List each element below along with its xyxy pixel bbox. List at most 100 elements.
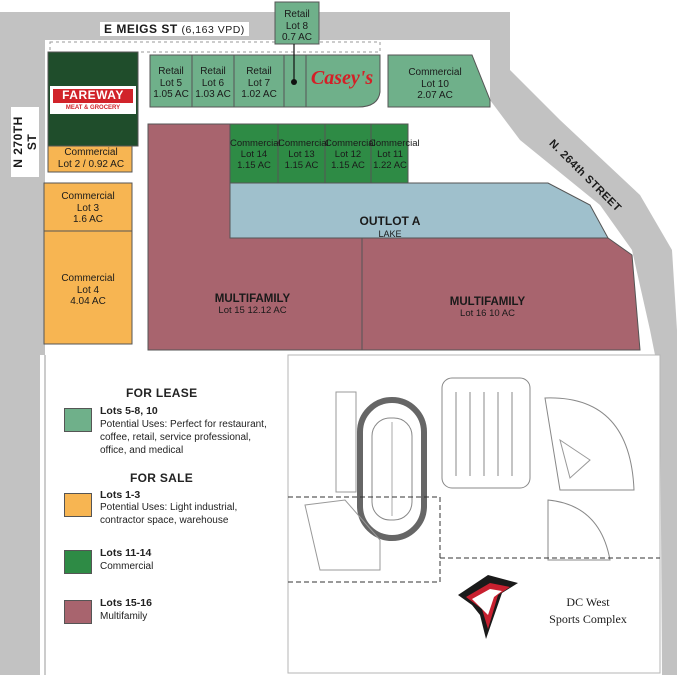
road-n-264th-st (490, 12, 677, 675)
lot-5-name: Lot 5 (159, 77, 183, 89)
lot-15-label: MULTIFAMILY Lot 15 12.12 AC (180, 293, 325, 317)
lot-12-type: Commercial (325, 138, 376, 149)
lot-10-type: Commercial (408, 67, 462, 78)
lot-15-sub: Lot 15 12.12 AC (218, 305, 287, 317)
sports-complex-line1: DC West (566, 595, 610, 609)
road-n-270th-st (0, 12, 40, 675)
lot-12-label: Commercial Lot 12 1.15 AC (325, 138, 376, 172)
lot-16-name: MULTIFAMILY (449, 296, 526, 308)
lot-8-callout[interactable] (274, 1, 320, 45)
legend-lease-heading: FOR LEASE (126, 386, 198, 400)
legend-swatch-commercial (64, 550, 92, 574)
caseys-parcel (305, 54, 381, 108)
lot-7-type: Retail (246, 66, 272, 77)
lot-3-label: Commercial Lot 3 1.6 AC (44, 191, 132, 226)
row-hatch (49, 41, 381, 53)
lot-3-area: 1.6 AC (72, 214, 104, 225)
lot-11-label: Commercial Lot 11 1.22 AC (369, 138, 420, 172)
lot-4-name: Lot 4 (76, 284, 100, 296)
lot-10-name: Lot 10 (421, 78, 449, 90)
lot-11-type: Commercial (369, 138, 420, 149)
lot-8-area: 0.7 AC (281, 32, 313, 43)
lot-11-parcel[interactable] (370, 123, 409, 184)
legend-swatch-lease (64, 408, 92, 432)
lot-2-type: Commercial (64, 147, 118, 158)
outlot-a-name: OUTLOT A (359, 214, 421, 228)
lot-6-name: Lot 6 (201, 77, 225, 89)
lot-6-type: Retail (200, 66, 226, 77)
phase-boundary (288, 496, 441, 583)
lot-14-name: Lot 14 (240, 148, 268, 160)
lot-7-name: Lot 7 (247, 77, 271, 89)
legend-sale-heading: FOR SALE (130, 471, 194, 485)
caseys-name: Casey's (310, 67, 374, 89)
legend-multifamily-title: Lots 15-16 (100, 597, 152, 609)
lot-5-area: 1.05 AC (153, 89, 189, 100)
legend-swatch-sale (64, 493, 92, 517)
running-track (357, 397, 427, 541)
legend-lease-title: Lots 5-8, 10 (100, 405, 158, 417)
lot-6-parcel[interactable] (191, 54, 235, 108)
lot-6-area: 1.03 AC (195, 89, 231, 100)
lot-16-sub: Lot 16 10 AC (460, 308, 515, 320)
sports-complex-line2: Sports Complex (549, 612, 627, 627)
legend-commercial-title: Lots 11-14 (100, 547, 152, 559)
lot-8-pin (291, 79, 297, 85)
legend-multifamily-desc: Multifamily (100, 611, 148, 622)
road-name-north: E MEIGS ST (104, 22, 178, 36)
legend-commercial-desc: Commercial (100, 561, 154, 572)
caseys-logo: Casey's (306, 67, 378, 90)
lot-5-type: Retail (158, 66, 184, 77)
road-network (0, 12, 677, 675)
sports-complex-label: DC West Sports Complex (528, 594, 648, 629)
lot-5-parcel[interactable] (149, 54, 193, 108)
lot-8-type: Retail (284, 9, 310, 20)
lot-5-label: Retail Lot 5 1.05 AC (150, 66, 192, 101)
lot-13-area: 1.15 AC (284, 159, 319, 171)
lot-13-parcel[interactable] (277, 123, 326, 184)
lot-11-name: Lot 11 (377, 148, 403, 160)
baseball-field (544, 397, 635, 491)
lot-4-area: 4.04 AC (70, 296, 106, 307)
lot-10-parcel[interactable] (387, 54, 491, 108)
legend-lease-desc: Potential Uses: Perfect for restaurant, … (100, 419, 267, 456)
road-name-west: N 270TH ST (11, 116, 39, 168)
outlot-a-sub: LAKE (378, 228, 402, 239)
lot-14-area: 1.15 AC (237, 159, 271, 171)
lot-2-label: Commercial Lot 2 / 0.92 AC (48, 147, 134, 170)
lot-11-area: 1.22 AC (373, 159, 407, 171)
legend-sale-title: Lots 1-3 (100, 489, 141, 501)
sports-complex-area (287, 354, 661, 674)
lot-8-label: Retail Lot 8 0.7 AC (275, 9, 319, 44)
fareway-name: FAREWAY (62, 88, 124, 102)
legend-swatch-multifamily (64, 600, 92, 624)
lot-6-label: Retail Lot 6 1.03 AC (192, 66, 234, 101)
lot-2-parcel[interactable] (47, 145, 133, 173)
lot-10-area: 2.07 AC (417, 90, 453, 101)
outlot-a-lake (229, 182, 609, 239)
road-traffic-count: (6,163 VPD) (181, 24, 245, 36)
lot-13-type: Commercial (278, 138, 329, 149)
lot-4-type: Commercial (61, 273, 115, 284)
falcon-logo (458, 575, 518, 639)
lot-4-label: Commercial Lot 4 4.04 AC (44, 273, 132, 308)
lot-13-label: Commercial Lot 13 1.15 AC (278, 138, 329, 172)
lot-7-label: Retail Lot 7 1.02 AC (234, 66, 284, 101)
lot-12-parcel[interactable] (324, 123, 372, 184)
lot-3-name: Lot 3 (76, 202, 100, 214)
lot-16-label: MULTIFAMILY Lot 16 10 AC (415, 296, 560, 320)
lot-7-area: 1.02 AC (241, 89, 277, 100)
lot-7-parcel[interactable] (233, 54, 285, 108)
lot-13-name: Lot 13 (288, 148, 315, 160)
fareway-logo-text: FAREWAY MEAT & GROCERY (53, 88, 133, 112)
lot-4-parcel[interactable] (43, 230, 133, 345)
road-label-n-270th: N 270TH ST (11, 107, 39, 177)
lot-2-name: Lot 2 / 0.92 AC (57, 158, 125, 170)
lot-14-type: Commercial (230, 138, 281, 149)
lot-14-parcel[interactable] (229, 123, 279, 184)
lot-16-parcel[interactable] (361, 237, 641, 351)
fareway-tag: MEAT & GROCERY (65, 104, 121, 111)
outlot-a-label: OUTLOT A LAKE (300, 214, 480, 239)
